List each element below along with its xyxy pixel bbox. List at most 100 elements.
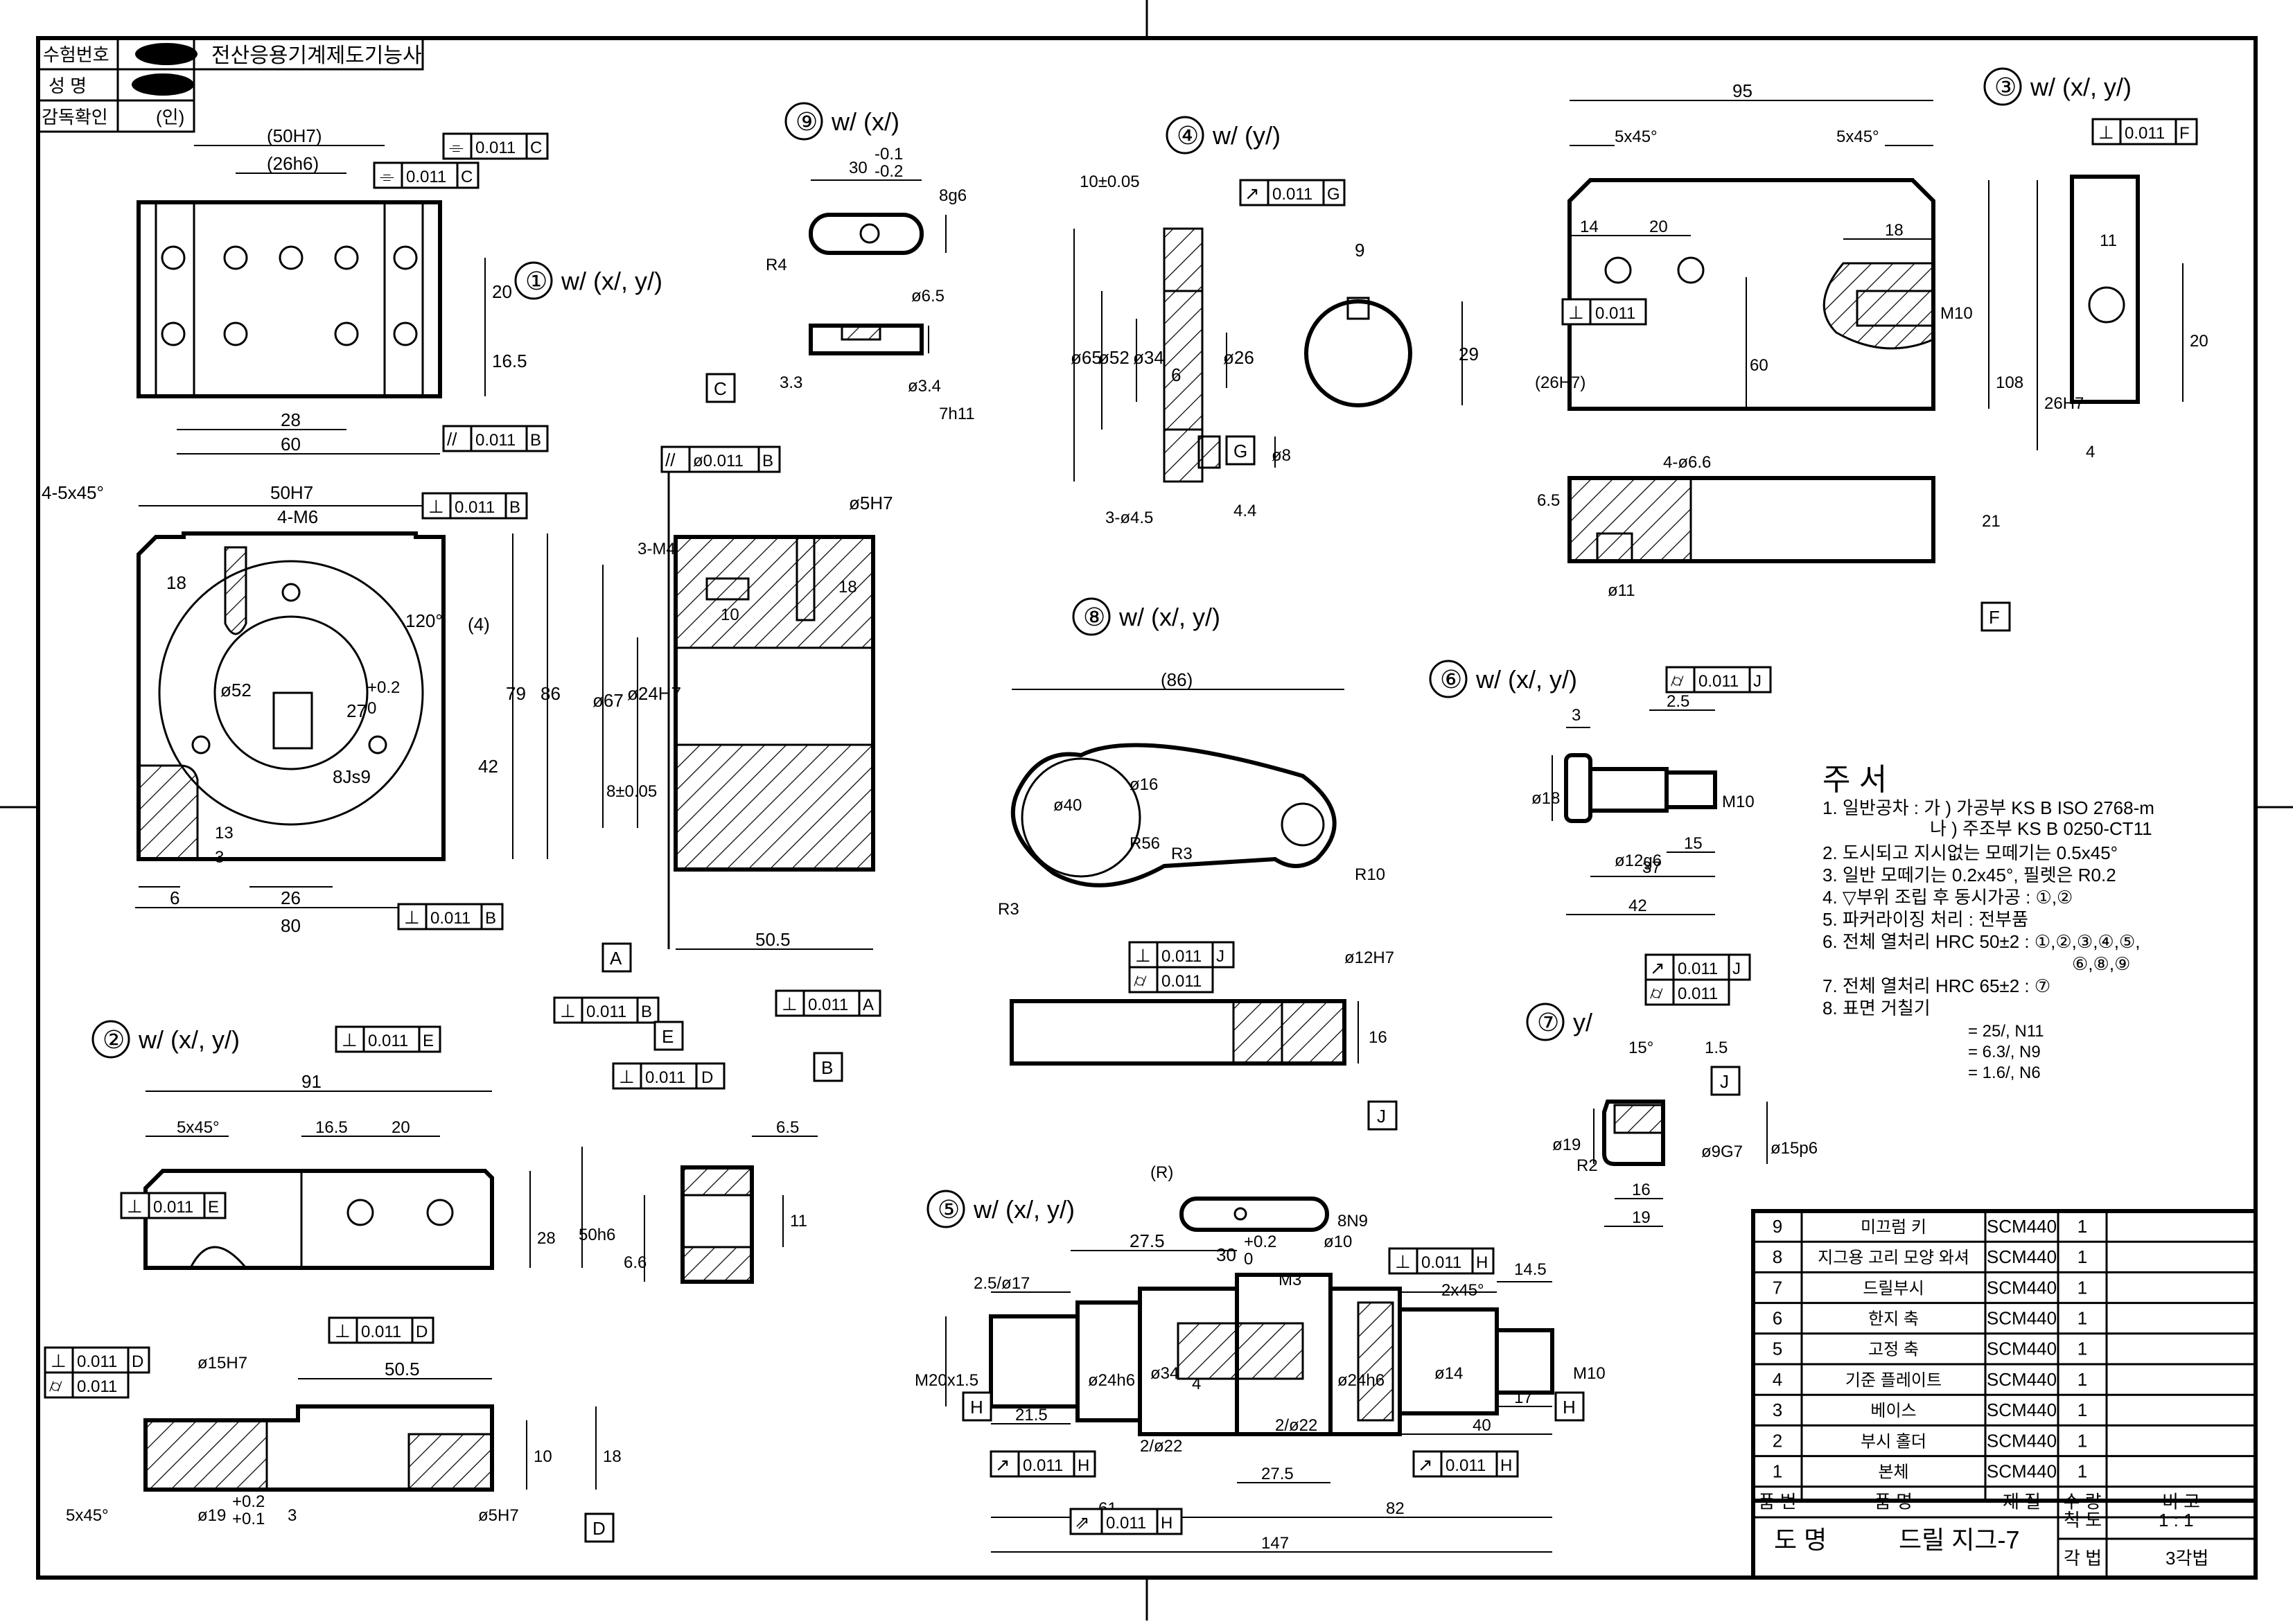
dim-17: 17 xyxy=(1514,1388,1533,1407)
note-line-7: 7. 전체 열처리 HRC 65±2 : ⑦ xyxy=(1822,976,2050,996)
part-material: SCM440 xyxy=(1987,1339,2057,1359)
dim-o24h7: ø24H7 xyxy=(627,683,681,704)
svg-text:0.011: 0.011 xyxy=(645,1068,685,1087)
dim-28-v2: 28 xyxy=(537,1229,556,1248)
dim-r3-a: R3 xyxy=(1171,845,1193,863)
svg-text:D: D xyxy=(416,1323,428,1341)
exam-no-label: 수험번호 xyxy=(43,44,109,65)
dim-6-5-v3: 6.5 xyxy=(1537,491,1560,510)
tol-frame-perp-f: ⊥ 0.011 F xyxy=(2091,118,2198,145)
part-name: 기준 플레이트 xyxy=(1845,1371,1942,1390)
dim-16-5-v2: 16.5 xyxy=(315,1118,348,1137)
svg-text:B: B xyxy=(509,498,520,517)
dim-15: 15 xyxy=(1684,834,1703,853)
svg-text:y/: y/ xyxy=(1573,1008,1592,1036)
svg-text:G: G xyxy=(1233,441,1247,461)
svg-text:③: ③ xyxy=(1994,73,2017,101)
svg-text:⌭: ⌭ xyxy=(1134,970,1147,991)
svg-text:w/ (x/, y/): w/ (x/, y/) xyxy=(138,1025,240,1054)
dim-o26: ø26 xyxy=(1223,347,1254,368)
part-name: 본체 xyxy=(1878,1463,1908,1482)
roughness-y: = 1.6/, N6 xyxy=(1968,1063,2041,1082)
part-qty: 1 xyxy=(2077,1400,2087,1420)
dim-16-5: 16.5 xyxy=(492,351,527,371)
svg-text:⑥: ⑥ xyxy=(1440,665,1462,694)
dim-o19-v2: ø19 xyxy=(197,1506,226,1525)
part3-view: 95 5x45° 5x45° 14 20 18 M10 60 (26H7) 10… xyxy=(1535,67,2208,632)
dim-11-v3: 11 xyxy=(2100,231,2117,250)
datum-e: E xyxy=(653,1021,684,1051)
svg-text:w/ (x/, y/): w/ (x/, y/) xyxy=(2030,73,2132,101)
svg-text:↗: ↗ xyxy=(1245,183,1260,204)
redacted-exam-no xyxy=(135,43,197,65)
dim-o16: ø16 xyxy=(1130,775,1158,794)
tol-frame-perp-b-sec: ⊥ 0.011 B xyxy=(553,996,660,1024)
drawing-name-label: 도 명 xyxy=(1774,1526,1827,1554)
svg-text:0.011: 0.011 xyxy=(368,1032,408,1050)
dim-r3-b: R3 xyxy=(998,900,1019,919)
svg-text:J: J xyxy=(1720,1071,1729,1092)
dim-20-v3: 20 xyxy=(1649,218,1668,236)
dim-5x45-v2a: 5x45° xyxy=(177,1118,220,1137)
svg-text:0.011: 0.011 xyxy=(361,1323,401,1341)
svg-text:E: E xyxy=(208,1198,219,1217)
dim-o8: ø8 xyxy=(1272,446,1291,465)
svg-text://: // xyxy=(447,429,457,450)
tol-frame-cyl-v7: ⌭ 0.011 xyxy=(1644,978,1730,1006)
dim-r56: R56 xyxy=(1130,834,1160,853)
tol-frame-perp-e2: ⊥ 0.011 E xyxy=(120,1192,227,1219)
tol-frame-c1: ⌯ 0.011 C xyxy=(442,132,549,160)
dim-27-upper: +0.2 xyxy=(367,678,400,697)
dim-8g6: 8g6 xyxy=(939,186,967,205)
part-material: SCM440 xyxy=(1987,1400,2057,1420)
svg-text:C: C xyxy=(461,168,473,186)
dim-o52-v4: ø52 xyxy=(1098,347,1130,368)
dim-r4: R4 xyxy=(766,256,787,274)
dim-o14: ø14 xyxy=(1434,1364,1463,1383)
svg-text:H: H xyxy=(1563,1397,1576,1418)
svg-text:E: E xyxy=(423,1032,434,1050)
dim-5x45-left: 5x45° xyxy=(1615,127,1658,146)
svg-text:0.011: 0.011 xyxy=(1446,1456,1486,1475)
part3-label: ③ w/ (x/, y/) xyxy=(1983,67,2132,106)
dim-m10-v6: M10 xyxy=(1722,793,1755,811)
part-material: SCM440 xyxy=(1987,1369,2057,1390)
dim-80: 80 xyxy=(281,915,301,936)
part-no: 3 xyxy=(1773,1400,1782,1420)
svg-text:↗: ↗ xyxy=(1418,1454,1433,1475)
tol-frame-perp-d3: ⊥ 0.011 D xyxy=(44,1346,150,1374)
name-label: 성 명 xyxy=(49,76,87,96)
part-no: 1 xyxy=(1773,1461,1782,1482)
dim-50h7: 50H7 xyxy=(270,482,313,503)
dim-o18: ø18 xyxy=(1531,789,1560,808)
dim-14-5: 14.5 xyxy=(1514,1260,1547,1279)
svg-text:0.011: 0.011 xyxy=(1595,304,1635,323)
dim-42-v6: 42 xyxy=(1628,897,1647,915)
dim-4-o6-6: 4-ø6.6 xyxy=(1663,453,1711,472)
svg-text:J: J xyxy=(1732,960,1741,978)
dim-o65: ø65 xyxy=(1071,347,1102,368)
dim-14: 14 xyxy=(1580,218,1599,236)
svg-text:w/ (x/): w/ (x/) xyxy=(831,107,899,136)
part8-view: (86) ø40 ø16 R56 R3 R3 R10 ø12H7 16 ⊥ 0.… xyxy=(998,597,1398,1131)
datum-j-v8: J xyxy=(1367,1100,1398,1131)
svg-text:G: G xyxy=(1327,185,1340,204)
dim-3-v6: 3 xyxy=(1572,706,1581,725)
part8-label: ⑧ w/ (x/, y/) xyxy=(1072,597,1220,636)
svg-text:w/ (x/, y/): w/ (x/, y/) xyxy=(973,1195,1075,1224)
part7-label: ⑦ y/ xyxy=(1526,1003,1592,1041)
scale-value: 1 : 1 xyxy=(2159,1510,2194,1530)
svg-text:↗: ↗ xyxy=(1650,957,1665,978)
dim-50-5-sec: 50.5 xyxy=(755,929,791,950)
tol-frame-parallel-dia-b: // ø0.011 B xyxy=(660,445,781,473)
dim-4-v3: 4 xyxy=(2086,443,2095,461)
svg-text:①: ① xyxy=(525,267,547,295)
dim-o15h7: ø15H7 xyxy=(197,1354,247,1373)
dim-2-o22-a: 2/ø22 xyxy=(1140,1437,1182,1456)
dim-95: 95 xyxy=(1732,80,1752,101)
tol-frame-c2: ⌯ 0.011 C xyxy=(373,161,480,189)
